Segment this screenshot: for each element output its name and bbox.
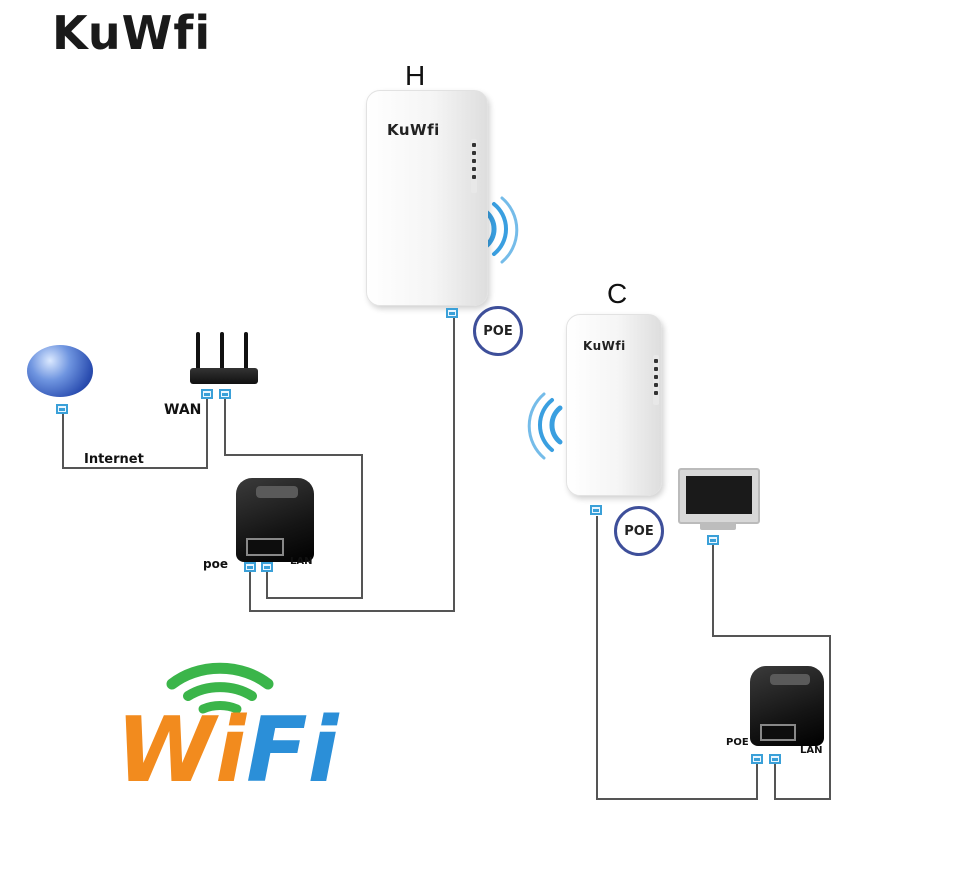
ethernet-port-icon bbox=[707, 535, 719, 545]
wifi-letter-i2: i bbox=[307, 698, 339, 803]
ethernet-port-icon bbox=[219, 389, 231, 399]
device-logo: KuWfi bbox=[583, 339, 626, 353]
ethernet-port-icon bbox=[244, 562, 256, 572]
host-label: H bbox=[405, 60, 426, 91]
wifi-letter-f: F bbox=[246, 698, 308, 803]
led-panel bbox=[471, 139, 477, 193]
cable-poe-h bbox=[249, 316, 455, 612]
monitor-icon bbox=[678, 468, 760, 524]
cable-router-lan bbox=[224, 398, 363, 599]
device-logo: KuWfi bbox=[387, 121, 440, 139]
ethernet-port-icon bbox=[769, 754, 781, 764]
ethernet-port-icon bbox=[201, 389, 213, 399]
wifi-signal-icon bbox=[527, 392, 563, 460]
globe-icon bbox=[27, 345, 93, 397]
ethernet-port-icon bbox=[261, 562, 273, 572]
monitor-stand bbox=[700, 522, 736, 530]
ethernet-port-icon bbox=[56, 404, 68, 414]
ethernet-port-icon bbox=[590, 505, 602, 515]
cable-monitor-lan bbox=[712, 545, 831, 800]
wifi-letter-i: i bbox=[215, 698, 247, 803]
led-panel bbox=[653, 355, 659, 405]
lan-label-left: LAN bbox=[290, 556, 313, 567]
wifi-logo: WiFi bbox=[116, 706, 338, 796]
poe-injector-icon bbox=[236, 478, 314, 562]
poe-label-right: POE bbox=[726, 737, 749, 748]
poe-badge-h: POE bbox=[473, 306, 523, 356]
ethernet-port-icon bbox=[751, 754, 763, 764]
lan-label-right: LAN bbox=[800, 745, 823, 756]
ethernet-port-icon bbox=[446, 308, 458, 318]
wifi-letter-w: W bbox=[116, 698, 216, 803]
access-point-h: KuWfi bbox=[366, 90, 488, 306]
wan-label: WAN bbox=[164, 402, 202, 418]
poe-label-left: poe bbox=[203, 557, 228, 571]
poe-injector-icon bbox=[750, 666, 824, 746]
wifi-signal-icon bbox=[483, 196, 519, 264]
brand-logo: KuWfi bbox=[52, 6, 212, 60]
poe-badge-c: POE bbox=[614, 506, 664, 556]
internet-label: Internet bbox=[84, 452, 144, 467]
wifi-logo-arcs-icon bbox=[166, 662, 274, 714]
client-label: C bbox=[607, 278, 628, 309]
cable-internet bbox=[62, 398, 208, 469]
cable-poe-c bbox=[596, 516, 758, 800]
access-point-c: KuWfi bbox=[566, 314, 662, 496]
router-icon bbox=[190, 332, 258, 388]
